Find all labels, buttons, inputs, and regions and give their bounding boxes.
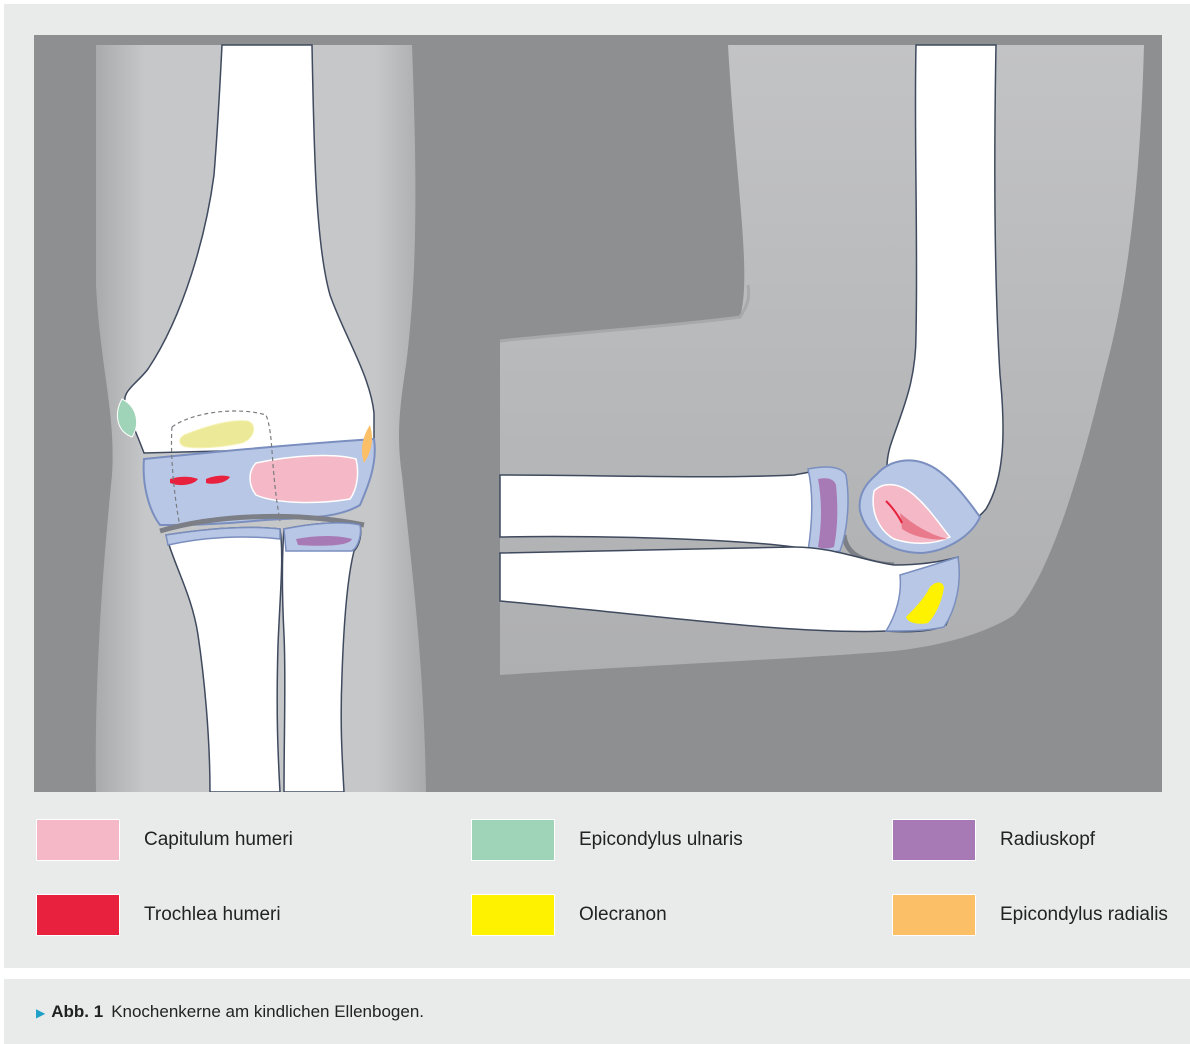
ap-view xyxy=(96,45,426,792)
ap-capitulum xyxy=(250,456,358,503)
figure-caption: ▶ Abb. 1 Knochenkerne am kindlichen Ellenb… xyxy=(36,1002,424,1022)
caption-arrow-icon: ▶ xyxy=(36,1006,45,1020)
elbow-diagram-svg xyxy=(34,35,1162,792)
elbow-illustration xyxy=(34,35,1162,792)
caption-text: Knochenkerne am kindlichen Ellenbogen. xyxy=(111,1002,424,1021)
lateral-view xyxy=(500,45,1144,675)
caption-label: Abb. 1 xyxy=(51,1002,103,1021)
